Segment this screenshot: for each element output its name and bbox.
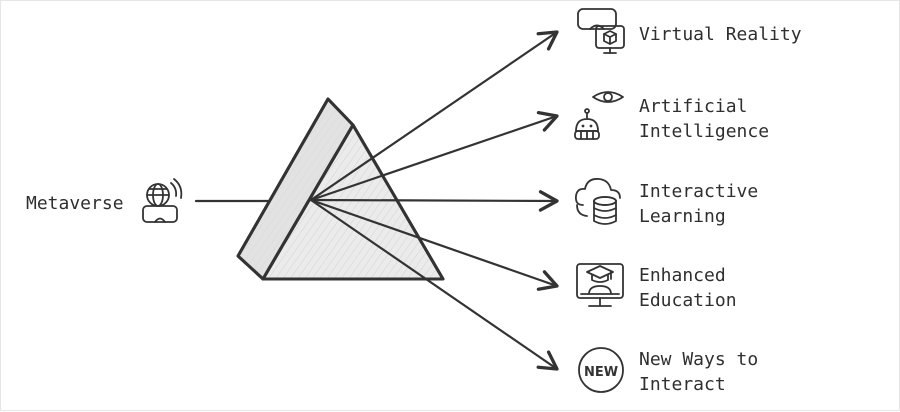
source-label: Metaverse [26, 193, 124, 214]
cloud-database-icon [574, 178, 621, 225]
label-artificial-intelligence-line2: Intelligence [639, 121, 769, 142]
label-virtual-reality: Virtual Reality [639, 24, 802, 45]
vr-globe-icon [142, 178, 183, 223]
robot-eye-icon [574, 91, 624, 140]
label-artificial-intelligence-line1: Artificial [639, 96, 747, 117]
vr-headset-icon [577, 8, 625, 54]
ray-artificial-intelligence [309, 111, 559, 202]
ray-virtual-reality [309, 30, 559, 202]
prism [236, 97, 445, 281]
label-interactive-learning-line2: Learning [639, 206, 726, 227]
ray-enhanced-education [309, 198, 559, 291]
new-badge-text: NEW [584, 365, 618, 380]
label-interactive-learning-line1: Interactive [639, 181, 758, 202]
new-badge-icon: NEW [578, 347, 624, 393]
graduation-monitor-icon [576, 263, 624, 307]
output-rays [309, 30, 559, 371]
label-new-ways-line1: New Ways to [639, 349, 758, 370]
label-enhanced-education-line2: Education [639, 290, 737, 311]
label-enhanced-education-line1: Enhanced [639, 265, 726, 286]
label-new-ways-line2: Interact [639, 374, 726, 395]
ray-interactive-learning [309, 190, 559, 212]
ray-new-ways-to-interact [309, 198, 559, 371]
